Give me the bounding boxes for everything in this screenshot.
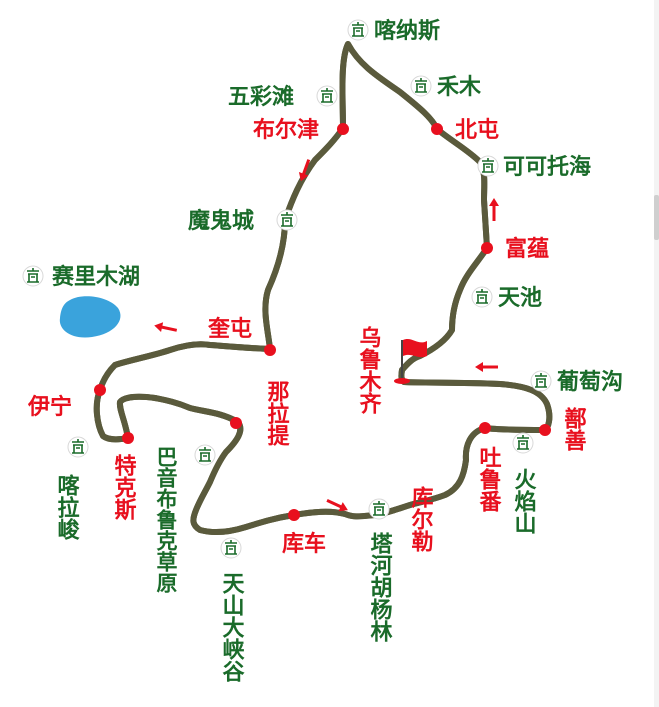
city-dot-kuitun — [264, 344, 276, 356]
label-beitun: 北屯 — [455, 117, 499, 143]
city-dot-shanshan — [539, 424, 551, 436]
label-putaogou: 葡萄沟 — [556, 369, 623, 395]
city-dot-yining — [94, 384, 106, 396]
label-tahe-huyang: 塔河胡杨林 — [367, 532, 393, 642]
scenic-spot-icon — [316, 85, 338, 107]
label-moguicheng: 魔鬼城 — [188, 208, 254, 234]
label-shanshan: 鄯善 — [561, 406, 587, 452]
red-flag-icon — [394, 339, 427, 384]
label-tekesi: 特克斯 — [111, 453, 137, 521]
city-dot-tekesi — [122, 432, 134, 444]
direction-arrow-icon — [487, 196, 501, 223]
label-bayinbuluke: 巴音布鲁克草原 — [154, 446, 178, 593]
route-loop — [97, 41, 550, 532]
label-fuyun: 富蕴 — [505, 236, 549, 262]
label-kuitun: 奎屯 — [207, 316, 252, 342]
city-dot-nalati — [230, 417, 242, 429]
label-sailimu: 赛里木湖 — [51, 264, 140, 290]
scenic-spot-icon — [512, 432, 534, 454]
label-huoyanshan: 火焰山 — [511, 468, 537, 534]
direction-arrow-icon — [151, 319, 180, 337]
scrollbar-thumb[interactable] — [654, 195, 659, 240]
city-dot-beitun — [431, 123, 443, 135]
label-kuche: 库车 — [282, 531, 326, 557]
label-kuerle: 库尔勒 — [408, 486, 434, 553]
label-hemu: 禾木 — [437, 75, 482, 100]
label-wucaitan: 五彩滩 — [228, 84, 294, 110]
scenic-spot-icon — [347, 19, 369, 41]
label-keketuohai: 可可托海 — [503, 154, 591, 180]
scenic-spot-icon — [194, 444, 216, 466]
scenic-spot-icon — [22, 265, 44, 287]
label-tianshan-canyon: 天山大峡谷 — [219, 572, 245, 682]
scenic-spot-icon — [368, 498, 390, 520]
label-yining: 伊宁 — [27, 394, 72, 420]
label-urumqi: 乌鲁木齐 — [356, 325, 383, 415]
city-dot-fuyun — [481, 242, 493, 254]
scenic-spot-icon — [276, 209, 298, 231]
label-kalajun: 喀拉峻 — [54, 473, 80, 541]
scenic-spot-icon — [220, 537, 242, 559]
city-dot-tulufan — [479, 422, 491, 434]
label-buerjin: 布尔津 — [253, 117, 319, 143]
city-dot-kuche — [288, 509, 300, 521]
city-dot-buerjin — [337, 123, 349, 135]
scenic-spot-icon — [530, 370, 552, 392]
label-tulufan: 吐鲁番 — [476, 446, 503, 513]
scenic-spot-icon — [410, 75, 432, 97]
scenic-spot-icon — [67, 436, 89, 458]
scenic-spot-icon — [477, 155, 499, 177]
label-nalati: 那拉提 — [264, 380, 290, 447]
page-scrollbar[interactable] — [654, 0, 659, 707]
scenic-spot-icon — [471, 286, 493, 308]
label-tianchi: 天池 — [498, 286, 542, 311]
label-kanasi: 喀纳斯 — [374, 18, 440, 44]
direction-arrow-icon — [473, 360, 500, 374]
sailimu-lake — [59, 296, 121, 338]
